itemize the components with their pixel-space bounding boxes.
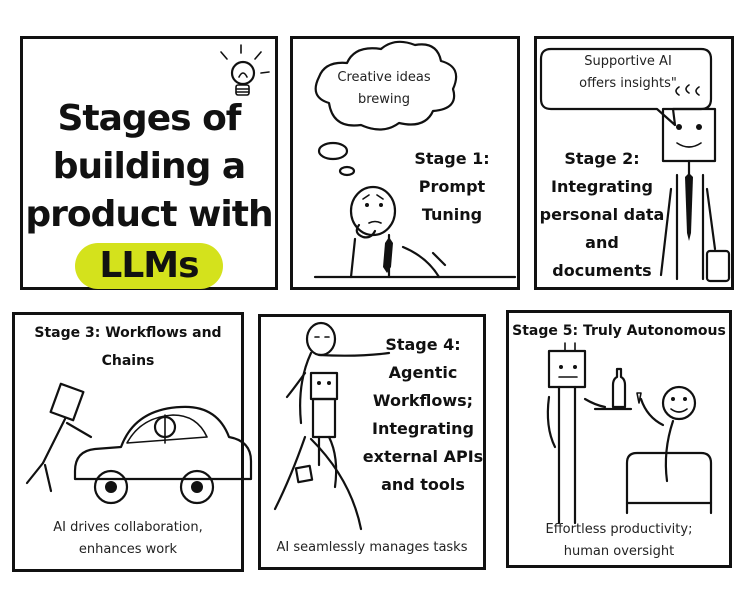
stage-2-illustration [539,47,731,283]
stage-2-panel: Supportive AI offers insights" Stage 2: … [534,36,734,290]
thought-bubble [314,40,458,131]
bubble-line-1: Supportive AI [584,54,672,69]
stage-4-line-4: external APIs [362,447,484,466]
stage-4-panel: Stage 4: Agentic Workflows; Integrating … [258,314,486,570]
stage-4-line-2: Workflows; [372,391,474,410]
caption-line-1: Effortless productivity; [545,522,693,537]
stage-3-caption: AI drives collaboration, enhances work [15,517,241,561]
llms-highlight: LLMs [75,243,223,289]
stage-1-title: Prompt Tuning [418,177,486,224]
title-line-3: product with [25,194,273,235]
caption-line-2: enhances work [78,542,178,557]
stage-2-heading: Stage 2: [564,149,640,168]
robot-head [661,107,717,163]
stage-1-heading: Stage 1: [414,149,490,168]
lightbulb-icon [220,44,270,96]
stage-1-panel: Creative ideas brewing Stage 1: Prompt T… [290,36,520,290]
stage-1-illustration [313,40,517,279]
stage-4-line-5: and tools [381,475,465,494]
stage-2-line-2: personal data [539,205,665,224]
stage-2-label: Stage 2: Integrating personal data and d… [537,145,667,285]
stage-3-illustration [25,382,253,505]
stage-5-illustration [546,342,713,525]
stage-3-label: Stage 3: Workflows and Chains [34,325,222,369]
robot [309,371,339,401]
speech-bubble [539,47,713,127]
stage-4-heading: Stage 4: [385,335,461,354]
stage-1-bubble-text: Creative ideas brewing [317,67,451,111]
caption-line-2: human oversight [563,544,675,559]
title-line-1: Stages of [57,98,242,139]
stage-5-caption: Effortless productivity; human oversight [509,519,729,563]
bubble-line-1: Creative ideas [337,70,431,85]
stage-4-caption: AI seamlessly manages tasks [276,540,468,555]
title-line-2: building a [52,146,246,187]
bubble-line-2: brewing [357,92,411,107]
stage-3-panel: Stage 3: Workflows and Chains AI drives … [12,312,253,572]
stage-4-line-3: Integrating [372,419,474,438]
bubble-line-2: offers insights" [579,76,677,91]
robot [547,349,587,389]
stage-1-label: Stage 1: Prompt Tuning [387,145,517,229]
wine-bottle [611,367,627,409]
stage-4-label: Stage 4: Agentic Workflows; Integrating … [359,331,487,499]
stage-4-illustration [273,321,391,531]
stage-5-panel: Stage 5: Truly Autonomous Effortless pro… [506,310,732,568]
stage-4-line-1: Agentic [388,363,458,382]
intro-panel: Stages of building a product with LLMs [20,36,278,290]
caption-line-1: AI drives collaboration, [53,520,203,535]
car [73,405,253,481]
stage-5-label: Stage 5: Truly Autonomous [512,323,726,339]
stage-2-line-3: and documents [552,233,652,280]
stage-2-bubble-text: Supportive AI offers insights" [547,51,709,95]
intro-title: Stages of building a product with LLMs [23,95,275,290]
stage-2-line-1: Integrating [551,177,653,196]
